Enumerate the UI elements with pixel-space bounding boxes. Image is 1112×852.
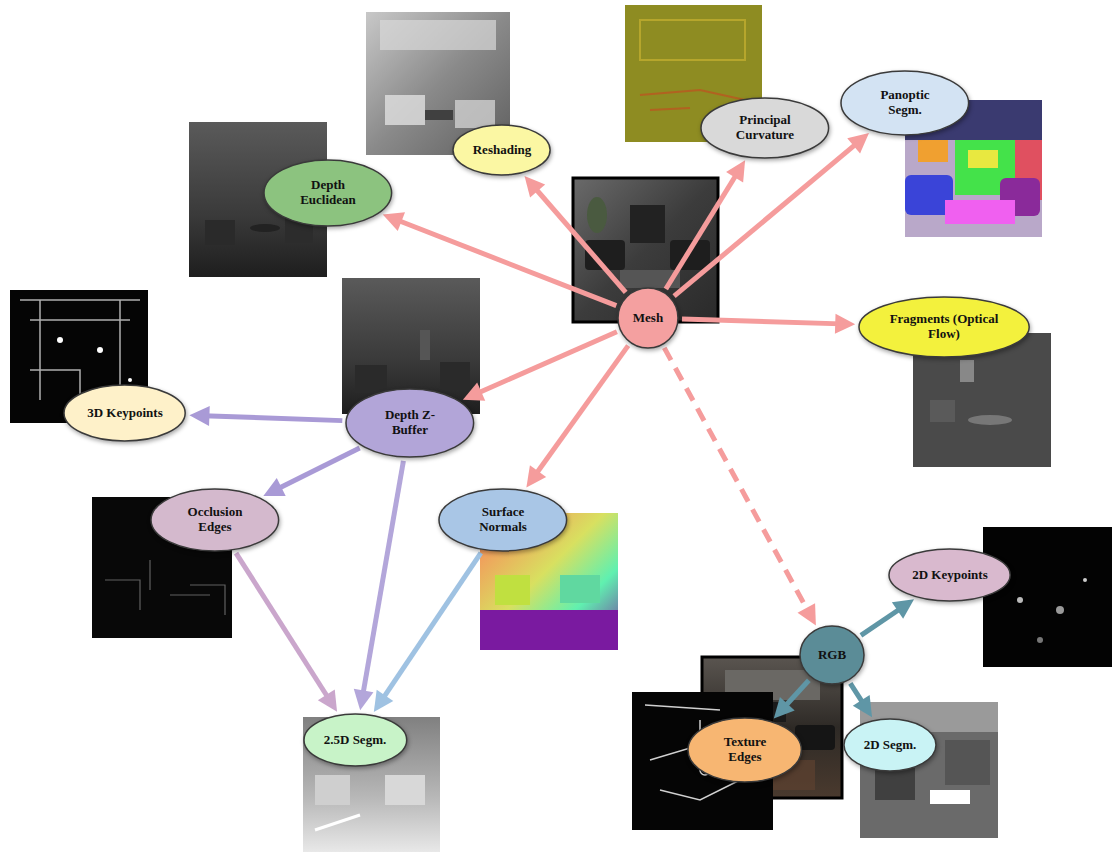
- node-outline: [844, 719, 936, 771]
- node-label: Mesh: [633, 311, 663, 326]
- arrow-head: [726, 160, 745, 182]
- node-label: 2D Keypoints: [912, 568, 987, 583]
- node-label: Fragments (Optical Flow): [889, 312, 999, 341]
- node-outline: [701, 98, 829, 158]
- node-label: 2D Segm.: [864, 738, 917, 753]
- connector-arrow: [682, 314, 855, 334]
- node-label: Surface Normals: [463, 505, 543, 534]
- node-outline: [618, 288, 678, 348]
- arrow-head: [835, 314, 855, 334]
- task-node: Depth Z-Buffer: [345, 388, 475, 458]
- task-node: Depth Euclidean: [263, 159, 393, 227]
- connector-line: [674, 142, 858, 296]
- connector-arrow: [861, 599, 914, 635]
- task-node: Texture Edges: [687, 717, 802, 783]
- node-label: Reshading: [473, 143, 532, 158]
- task-node: Surface Normals: [438, 488, 568, 552]
- arrow-head: [525, 176, 546, 198]
- node-label: Depth Euclidean: [288, 178, 368, 207]
- node-outline: [264, 160, 392, 226]
- node-outline: [889, 549, 1010, 601]
- connector-line: [382, 553, 481, 701]
- node-label: 3D Keypoints: [87, 406, 162, 421]
- arrow-head: [798, 603, 816, 625]
- task-node: 3D Keypoints: [63, 384, 186, 442]
- connector-line: [476, 332, 617, 394]
- task-node: RGB: [799, 625, 865, 685]
- arrow-head: [847, 133, 869, 154]
- node-outline: [688, 718, 801, 782]
- task-node: Principal Curvature: [700, 97, 830, 159]
- connector-arrow: [263, 448, 359, 496]
- node-label: Panoptic Segm.: [865, 88, 945, 117]
- connector-arrow: [850, 683, 872, 717]
- connector-line: [203, 416, 342, 421]
- node-label: Texture Edges: [710, 735, 780, 764]
- connector-line: [664, 348, 809, 613]
- task-node: Reshading: [452, 124, 551, 176]
- keypoints-2d-image: [983, 527, 1112, 667]
- connector-arrow: [354, 461, 404, 710]
- task-node: Mesh: [617, 287, 679, 349]
- connector-arrow: [236, 553, 337, 712]
- arrow-head: [892, 599, 914, 619]
- arrow-head: [263, 478, 285, 496]
- connector-line: [534, 186, 626, 292]
- connector-arrow: [774, 680, 809, 718]
- task-node: 2.5D Segm.: [303, 713, 408, 767]
- task-node: Fragments (Optical Flow): [858, 296, 1030, 358]
- task-node: 2D Keypoints: [888, 548, 1011, 602]
- connector-line: [682, 319, 841, 324]
- task-node: Panoptic Segm.: [840, 70, 970, 136]
- node-label: Occlusion Edges: [175, 505, 255, 534]
- connector-line: [276, 448, 360, 490]
- arrow-head: [383, 212, 405, 231]
- task-node: Occlusion Edges: [150, 488, 280, 552]
- arrow-head: [374, 690, 393, 712]
- node-label: Principal Curvature: [725, 113, 805, 142]
- node-outline: [453, 125, 550, 175]
- connector-line: [363, 461, 404, 697]
- connector-arrow: [374, 553, 481, 712]
- connector-arrow: [526, 346, 628, 488]
- node-outline: [304, 714, 407, 766]
- node-outline: [800, 626, 864, 684]
- node-outline: [64, 385, 185, 441]
- connector-line: [396, 219, 617, 305]
- arrow-head: [318, 690, 337, 712]
- arrow-head: [774, 697, 795, 719]
- node-outline: [841, 71, 969, 135]
- arrow-head: [354, 689, 374, 710]
- connector-line: [861, 607, 903, 635]
- node-outline: [151, 489, 279, 551]
- connector-arrow: [525, 176, 626, 292]
- arrow-head: [189, 406, 209, 426]
- connector-line: [236, 553, 330, 700]
- arrow-head: [853, 695, 872, 717]
- connector-arrow: [664, 348, 816, 626]
- arrow-head: [463, 382, 485, 400]
- connector-arrow: [189, 406, 342, 426]
- node-outline: [859, 297, 1029, 357]
- node-label: 2.5D Segm.: [324, 733, 386, 748]
- node-outline: [346, 389, 474, 457]
- arrow-head: [526, 465, 546, 487]
- node-outline: [439, 489, 567, 551]
- connector-arrow: [383, 212, 617, 305]
- node-label: Depth Z-Buffer: [370, 408, 450, 437]
- node-label: RGB: [818, 648, 846, 663]
- task-node: 2D Segm.: [843, 718, 937, 772]
- connector-line: [535, 346, 629, 476]
